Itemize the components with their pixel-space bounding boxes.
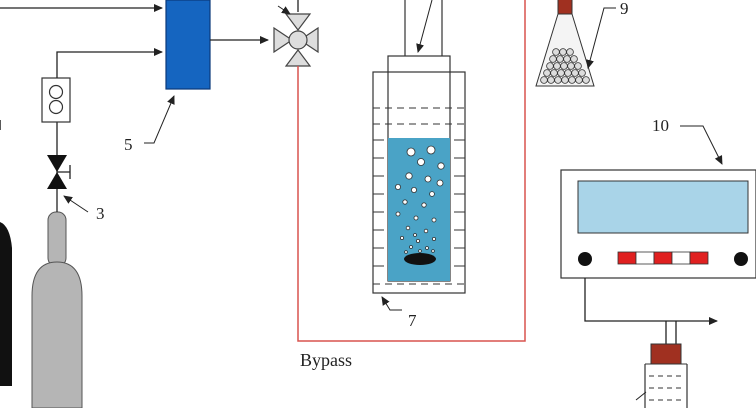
line-to-flow-controller [56, 48, 163, 78]
packed-flask [535, 0, 595, 87]
bypass-line [297, 0, 526, 342]
pressure-gauge [41, 77, 71, 123]
analyzer-screen [577, 180, 749, 234]
gas-cylinder-icon [31, 261, 83, 409]
reactor [372, 0, 466, 294]
three-way-valve-icon [273, 26, 294, 54]
label-flow-controller-5: 5 [124, 135, 133, 154]
gas-cylinder-neck [47, 211, 67, 267]
leader-5 [144, 95, 175, 144]
label-flask-9: 9 [620, 0, 629, 18]
analyzer-knob-right [734, 252, 748, 266]
analyzer-outlet-line [584, 278, 718, 325]
gas-diffuser [404, 253, 436, 265]
leader-3 [63, 195, 89, 213]
label-reactor-7: 7 [408, 311, 417, 330]
bottle-stopper [650, 343, 682, 365]
leader-9 [586, 7, 616, 69]
bottom-bottle [635, 321, 688, 408]
gas-bubble-icon [394, 145, 445, 254]
label-bypass: Bypass [300, 350, 352, 370]
label-valve-3: 3 [96, 204, 105, 223]
led-indicator-icon [617, 251, 709, 265]
left-black-cylinder [0, 222, 12, 386]
needle-valve [47, 155, 71, 189]
needle-valve-icon [47, 155, 67, 172]
flask-stopper [557, 0, 573, 15]
label-analyzer-10: 10 [652, 116, 669, 135]
analyzer-knob-left [578, 252, 592, 266]
leader-7 [381, 296, 402, 311]
gas-analyzer [560, 169, 756, 279]
three-way-valve [273, 0, 319, 67]
gas-cylinder [31, 211, 83, 409]
flow-controller [165, 0, 211, 90]
leader-10 [680, 125, 723, 165]
